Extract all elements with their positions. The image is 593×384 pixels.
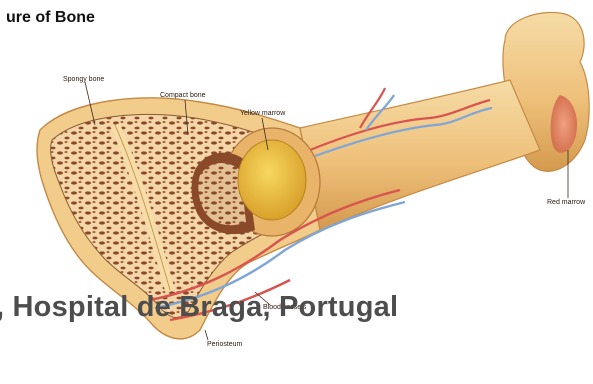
label-periosteum: Periosteum	[207, 341, 242, 348]
figure-title: ure of Bone	[6, 9, 95, 27]
label-spongy-bone: Spongy bone	[63, 76, 104, 83]
caption-text: , Hospital de Braga, Portugal	[0, 291, 398, 324]
label-compact-bone: Compact bone	[160, 92, 206, 99]
yellow-marrow-area	[238, 140, 306, 220]
diaphysis	[300, 80, 540, 230]
label-red-marrow: Red marrow	[547, 199, 585, 206]
label-yellow-marrow: Yellow marrow	[240, 110, 285, 117]
